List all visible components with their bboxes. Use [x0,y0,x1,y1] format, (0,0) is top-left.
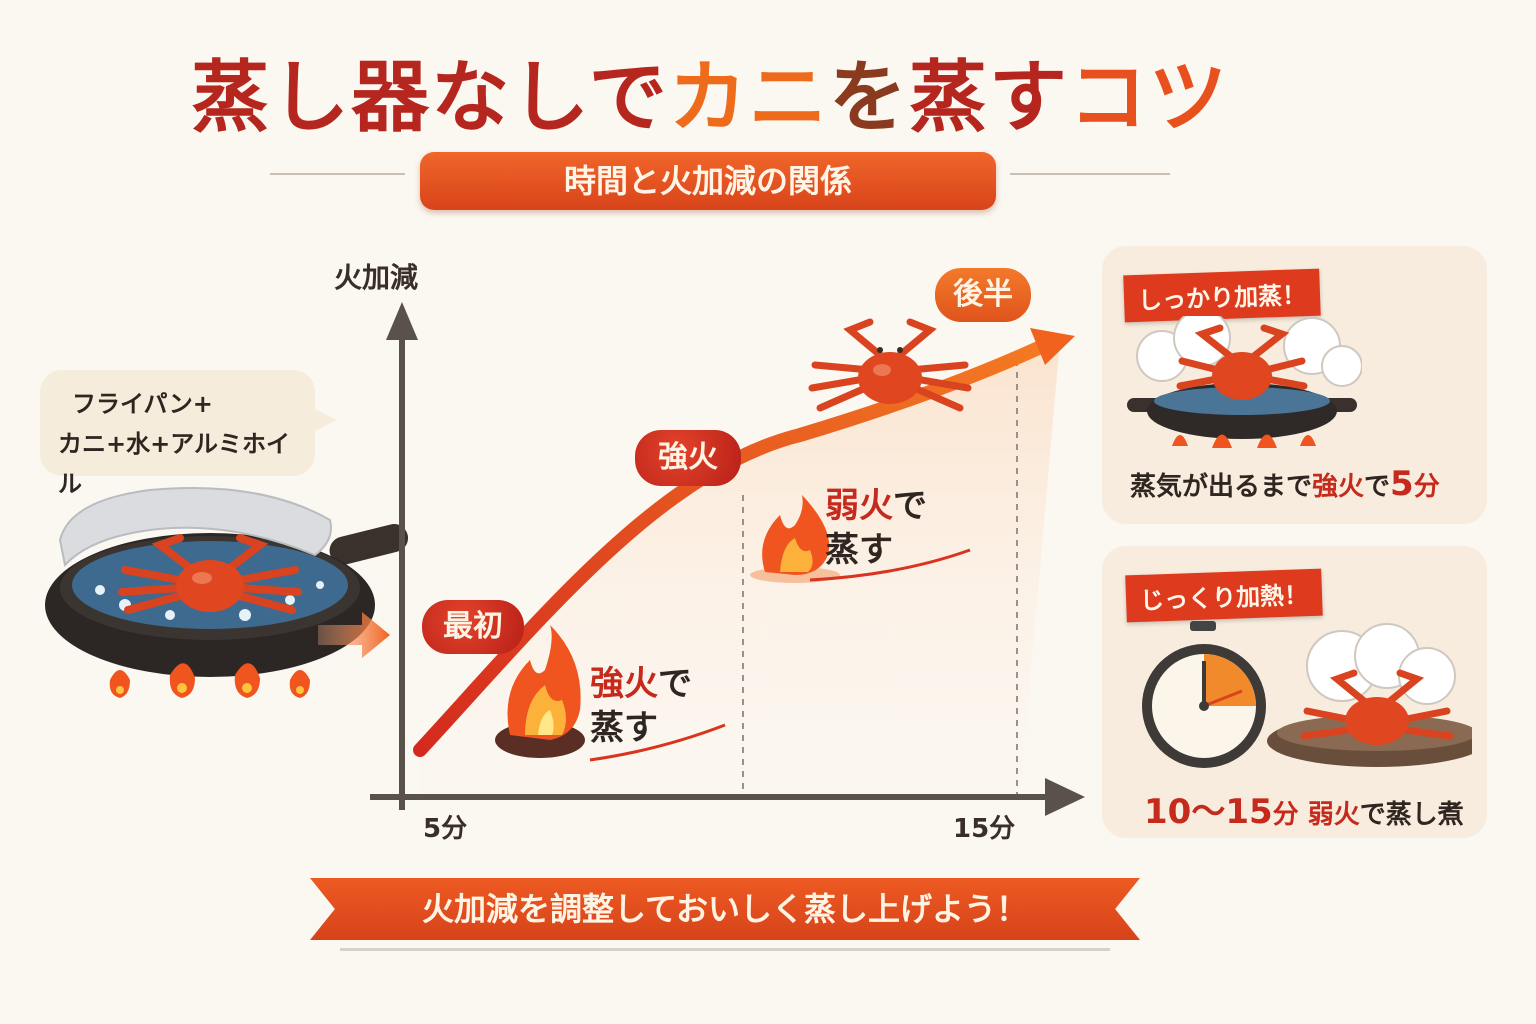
frying-pan-illustration [45,487,409,698]
bubble-start: 最初 [422,600,524,654]
note1-line2: 蒸す [590,708,658,748]
card2-caption-number: 10〜15 [1144,792,1273,832]
y-axis-label: 火加減 [334,261,419,294]
bubble-late: 後半 [935,268,1031,322]
title-part-1: 蒸し器なしで [191,53,669,143]
note1-hot: 強火 [590,664,658,704]
heat-time-chart [370,302,1085,816]
card1-caption-mid: で [1364,472,1391,502]
title-part-4: 蒸す [908,53,1069,143]
subtitle-badge: 時間と火加減の関係 [420,152,996,210]
card2-caption: 10〜15分 弱火で蒸し煮 [1144,784,1464,833]
x-axis-arrow-icon [1045,778,1085,816]
y-axis-arrow-icon [386,302,418,340]
note2-line2: 蒸す [825,530,893,570]
note2-hot: 弱火 [825,486,893,526]
swoosh-2 [809,548,971,582]
note-weak-heat: 弱火で 蒸す [825,484,927,572]
swoosh-1 [589,723,726,762]
ingredients-bubble: フライパン+ カニ+水+アルミホイル [40,370,337,498]
subtitle-divider-left [270,173,405,175]
card2-caption-post: 蒸し煮 [1385,800,1464,830]
card-strong-heat: しっかり加蒸！ 蒸気が出るまで強火で5分 [1102,246,1487,524]
foil-icon [58,487,332,568]
stopwatch-crab-icon [1142,621,1472,768]
bubble-high-heat: 強火 [635,430,741,486]
arrow-right-icon [318,612,390,658]
note1-rest: で [658,664,692,704]
title-part-5: コツ [1068,53,1229,143]
card-weak-heat: じっくり加熱！ 10〜15分 弱火で蒸し煮 [1102,546,1487,838]
crab-in-pan-steam-icon [1127,316,1362,448]
ingredients-line-1: フライパン+ [72,390,213,418]
card1-caption-unit: 分 [1413,472,1440,502]
note2-rest: で [893,486,927,526]
card1-caption-hot: 強火 [1312,472,1365,502]
card2-caption-hot: 弱火 [1307,800,1360,830]
ingredients-line-2: カニ+水+アルミホイル [58,430,290,498]
card1-caption-number: 5 [1390,464,1414,504]
subtitle-divider-right [1010,173,1170,175]
card2-caption-mid: で [1359,800,1386,830]
card2-caption-unit: 分 [1272,800,1299,830]
curve-arrow-icon [1030,328,1075,365]
bottom-banner: 火加減を調整しておいしく蒸し上げよう！ [310,878,1140,940]
x-tick-5min: 5分 [423,814,468,844]
card1-caption: 蒸気が出るまで強火で5分 [1130,464,1440,504]
card1-ribbon: しっかり加蒸！ [1123,268,1321,323]
pan-handle-icon [329,524,409,565]
note-strong-heat: 強火で 蒸す [590,662,692,750]
crab-icon [118,534,302,614]
flames-icon [109,663,310,698]
banner-shadow [340,948,1110,951]
x-tick-15min: 15分 [953,814,1016,844]
curve-fill [420,340,1060,795]
campfire-strong-icon [495,625,585,758]
title-part-2: カニ [668,53,829,143]
page-title: 蒸し器なしでカニを蒸すコツ [0,48,1420,148]
card1-caption-pre: 蒸気が出るまで [1130,472,1313,502]
crab-on-curve-icon [808,318,972,412]
title-part-3: を [828,53,909,143]
card2-ribbon: じっくり加熱！ [1125,568,1323,623]
